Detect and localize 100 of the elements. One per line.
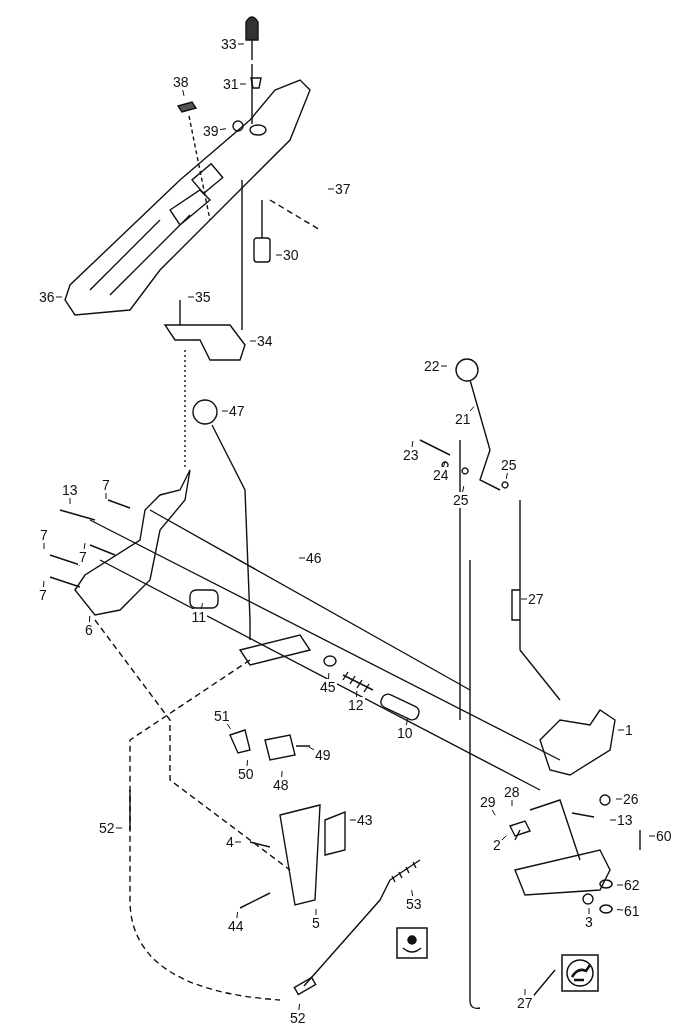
leader-line xyxy=(327,188,335,190)
callout-number: 61 xyxy=(623,903,641,919)
callout-number: 52 xyxy=(98,820,116,836)
leader-line xyxy=(88,615,91,623)
leader-line xyxy=(616,884,624,886)
callout-number: 39 xyxy=(202,123,220,139)
callout-number: 23 xyxy=(402,447,420,463)
callout-number: 60 xyxy=(655,828,673,844)
callout-number: 33 xyxy=(220,36,238,52)
callout-number: 7 xyxy=(101,477,111,493)
callout-number: 43 xyxy=(356,812,374,828)
leader-line xyxy=(469,406,475,412)
callout-number: 7 xyxy=(39,527,49,543)
callout-number: 1 xyxy=(624,722,634,738)
leader-line xyxy=(298,557,306,559)
leader-line xyxy=(43,580,45,588)
callout-number: 51 xyxy=(213,708,231,724)
callout-number: 31 xyxy=(222,76,240,92)
leader-line xyxy=(246,759,249,767)
leader-line xyxy=(182,89,185,97)
leader-line xyxy=(200,602,204,610)
callout-number: 26 xyxy=(622,791,640,807)
callout-number: 22 xyxy=(423,358,441,374)
callout-number: 4 xyxy=(225,834,235,850)
leader-line xyxy=(617,729,625,731)
callout-number: 13 xyxy=(616,812,634,828)
leader-line xyxy=(115,827,123,829)
leader-line xyxy=(520,598,528,600)
callout-number: 38 xyxy=(172,74,190,90)
leader-line xyxy=(236,911,239,919)
leader-line xyxy=(275,254,283,256)
callout-number: 45 xyxy=(319,679,337,695)
callout-number: 21 xyxy=(454,411,472,427)
leader-line xyxy=(505,472,508,480)
callout-number: 28 xyxy=(503,784,521,800)
callout-number: 35 xyxy=(194,289,212,305)
callout-number: 10 xyxy=(396,725,414,741)
leader-line xyxy=(616,909,624,911)
leader-line xyxy=(239,83,247,85)
leader-line xyxy=(462,485,465,493)
leader-line xyxy=(511,799,513,807)
leader-line xyxy=(648,835,656,837)
callout-number: 29 xyxy=(479,794,497,810)
leader-line xyxy=(226,723,232,730)
leader-line xyxy=(440,365,448,367)
callout-number: 37 xyxy=(334,181,352,197)
leader-line xyxy=(55,296,63,298)
leader-line xyxy=(83,542,86,550)
leader-line xyxy=(405,718,408,726)
callout-number: 34 xyxy=(256,333,274,349)
callout-number: 12 xyxy=(347,697,365,713)
callout-number: 3 xyxy=(584,914,594,930)
callout-number: 46 xyxy=(305,550,323,566)
callout-number: 7 xyxy=(38,587,48,603)
leader-line xyxy=(187,296,195,298)
leader-line xyxy=(411,440,414,448)
callout-number: 11 xyxy=(190,609,208,625)
callout-number: 49 xyxy=(314,747,332,763)
callout-number: 53 xyxy=(405,896,423,912)
leader-line xyxy=(281,770,283,778)
callout-number: 25 xyxy=(500,457,518,473)
leader-line xyxy=(69,497,71,505)
leader-line xyxy=(491,809,496,816)
callout-number: 25 xyxy=(452,492,470,508)
leader-line xyxy=(588,907,590,915)
callout-number: 27 xyxy=(527,591,545,607)
callout-number: 62 xyxy=(623,877,641,893)
callout-number: 52 xyxy=(289,1010,307,1024)
callout-number: 30 xyxy=(282,247,300,263)
callout-number: 47 xyxy=(228,403,246,419)
callout-number: 6 xyxy=(84,622,94,638)
leader-line xyxy=(328,672,330,680)
callout-number: 27 xyxy=(516,995,534,1011)
callout-number: 36 xyxy=(38,289,56,305)
leader-line xyxy=(411,889,414,897)
leader-line xyxy=(308,746,315,751)
leader-line xyxy=(298,1003,301,1011)
leader-line xyxy=(442,460,446,468)
callout-number: 24 xyxy=(432,467,450,483)
leader-line xyxy=(237,43,245,45)
leader-line xyxy=(349,819,357,821)
leader-line xyxy=(105,492,107,500)
callout-number: 5 xyxy=(311,915,321,931)
leader-line xyxy=(43,542,45,550)
leader-line xyxy=(355,690,358,698)
leader-line xyxy=(219,128,227,131)
leader-line xyxy=(501,835,507,841)
leader-line xyxy=(234,841,242,843)
leader-line xyxy=(615,798,623,800)
leader-line xyxy=(315,908,317,916)
leader-line xyxy=(249,340,257,342)
leader-line xyxy=(609,819,617,821)
leader-line xyxy=(221,410,229,412)
leader-line xyxy=(524,988,526,996)
callout-number: 7 xyxy=(78,549,88,565)
callout-number: 2 xyxy=(492,837,502,853)
callout-number: 48 xyxy=(272,777,290,793)
callout-number: 44 xyxy=(227,918,245,934)
callout-number: 13 xyxy=(61,482,79,498)
callout-number: 50 xyxy=(237,766,255,782)
